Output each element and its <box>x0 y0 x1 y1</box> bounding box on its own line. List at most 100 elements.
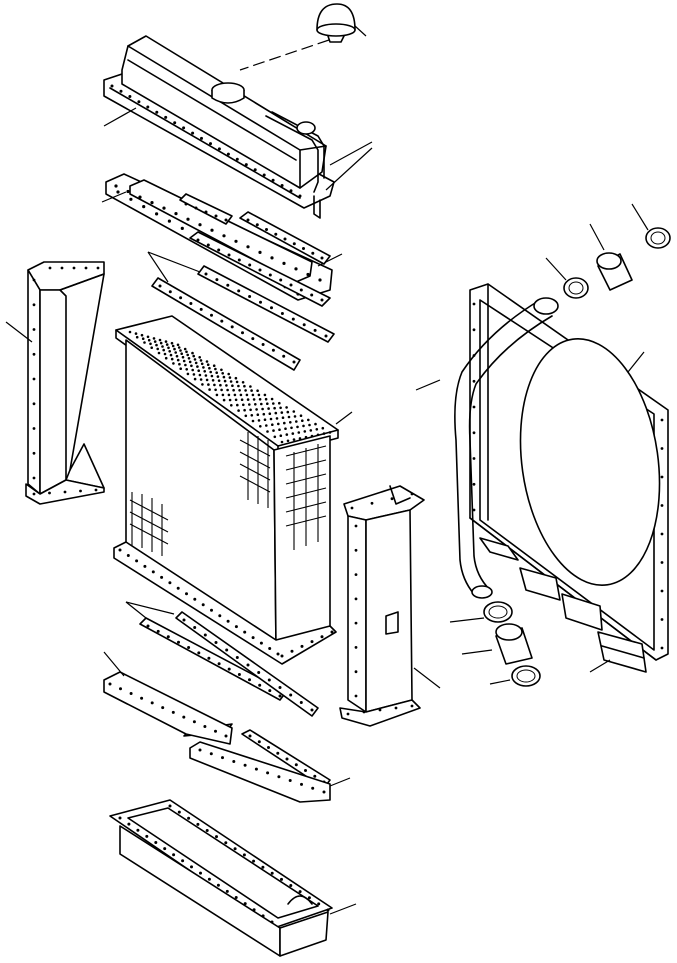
bolt-hole <box>187 646 191 649</box>
bolt-hole <box>258 683 262 687</box>
bolt-hole <box>168 290 172 294</box>
bolt-hole <box>315 428 319 431</box>
bolt-hole <box>193 597 197 601</box>
bolt-hole <box>268 273 272 277</box>
bolt-hole <box>252 398 256 401</box>
bolt-hole <box>204 210 208 214</box>
bolt-hole <box>237 673 241 676</box>
bolt-hole <box>287 415 291 419</box>
bolt-hole <box>174 212 178 216</box>
bolt-hole <box>297 431 301 434</box>
bolt-hole <box>248 403 251 406</box>
bolt-hole <box>119 687 122 691</box>
gasket-strip-icon <box>147 193 335 371</box>
bolt-hole <box>166 635 170 639</box>
bolt-hole <box>279 278 283 282</box>
bolt-hole <box>161 706 165 710</box>
bolt-hole <box>72 266 76 270</box>
bolt-hole <box>270 306 273 310</box>
bolt-hole <box>170 357 174 361</box>
bolt-hole <box>32 402 36 406</box>
bolt-hole <box>203 633 207 637</box>
bolt-hole <box>289 189 293 193</box>
bolt-hole <box>262 412 266 416</box>
bolt-hole <box>237 258 241 262</box>
bolt-hole <box>213 383 216 387</box>
bolt-hole <box>280 312 284 315</box>
bolt-hole <box>284 427 287 431</box>
bolt-hole <box>194 206 198 210</box>
bolt-hole <box>298 890 302 894</box>
bolt-hole <box>362 710 366 714</box>
upper-tank-icon <box>103 35 373 219</box>
bolt-hole <box>311 786 315 790</box>
bolt-hole <box>162 206 166 210</box>
bolt-hole <box>285 433 289 436</box>
bolt-hole <box>257 419 261 422</box>
bolt-hole <box>233 393 237 397</box>
bolt-hole <box>164 115 168 119</box>
bolt-hole <box>189 302 193 305</box>
bolt-hole <box>243 408 246 412</box>
bolt-hole <box>32 476 36 480</box>
bolt-hole <box>318 278 322 282</box>
bolt-hole <box>163 352 167 356</box>
bolt-hole <box>135 559 139 563</box>
bolt-hole <box>156 347 159 351</box>
bolt-hole <box>209 370 212 374</box>
bolt-hole <box>242 403 245 407</box>
bolt-hole <box>324 334 328 338</box>
bolt-hole <box>292 360 296 364</box>
bolt-hole <box>202 366 205 369</box>
bolt-hole <box>274 411 278 415</box>
bolt-hole <box>207 877 211 881</box>
bolt-hole <box>128 95 132 98</box>
bolt-hole <box>154 841 158 844</box>
bolt-hole <box>187 357 191 360</box>
bolt-hole <box>32 278 36 282</box>
bolt-hole <box>249 408 252 412</box>
bolt-hole <box>150 201 154 205</box>
bolt-hole <box>256 389 259 393</box>
bolt-hole <box>246 218 250 222</box>
bolt-hole <box>181 355 185 359</box>
bolt-hole <box>307 418 310 422</box>
bolt-hole <box>197 651 201 655</box>
bolt-hole <box>270 920 274 924</box>
bolt-hole <box>179 367 182 371</box>
bolt-hole <box>226 283 230 287</box>
bolt-hole <box>317 902 321 906</box>
bolt-hole <box>162 348 165 352</box>
bolt-hole <box>298 437 302 440</box>
bolt-hole <box>255 408 258 411</box>
bolt-hole <box>660 589 664 593</box>
bolt-hole <box>155 343 158 347</box>
bolt-hole <box>185 592 188 596</box>
gasket-holes <box>108 682 326 794</box>
fin-line <box>239 451 271 469</box>
bolt-hole <box>217 147 221 151</box>
bolt-hole <box>185 350 188 354</box>
bolt-hole <box>472 482 476 486</box>
bolt-hole <box>186 217 190 221</box>
bolt-hole <box>276 751 280 755</box>
bolt-hole <box>173 347 176 351</box>
bolt-hole <box>378 708 382 712</box>
bolt-hole <box>354 548 358 552</box>
bolt-hole <box>279 406 282 410</box>
bolt-hole <box>216 375 220 378</box>
bolt-hole <box>108 682 112 686</box>
bolt-hole <box>230 404 233 407</box>
bolt-hole <box>354 597 358 601</box>
bolt-hole <box>232 760 236 763</box>
bolt-hole <box>169 353 173 357</box>
bolt-hole <box>118 548 122 552</box>
bolt-hole <box>243 902 247 906</box>
bolt-hole <box>182 126 186 130</box>
bolt-hole <box>660 475 664 479</box>
bolt-hole <box>271 348 275 352</box>
bolt-hole <box>204 374 208 377</box>
bolt-hole <box>354 573 358 576</box>
bolt-hole <box>299 701 303 704</box>
